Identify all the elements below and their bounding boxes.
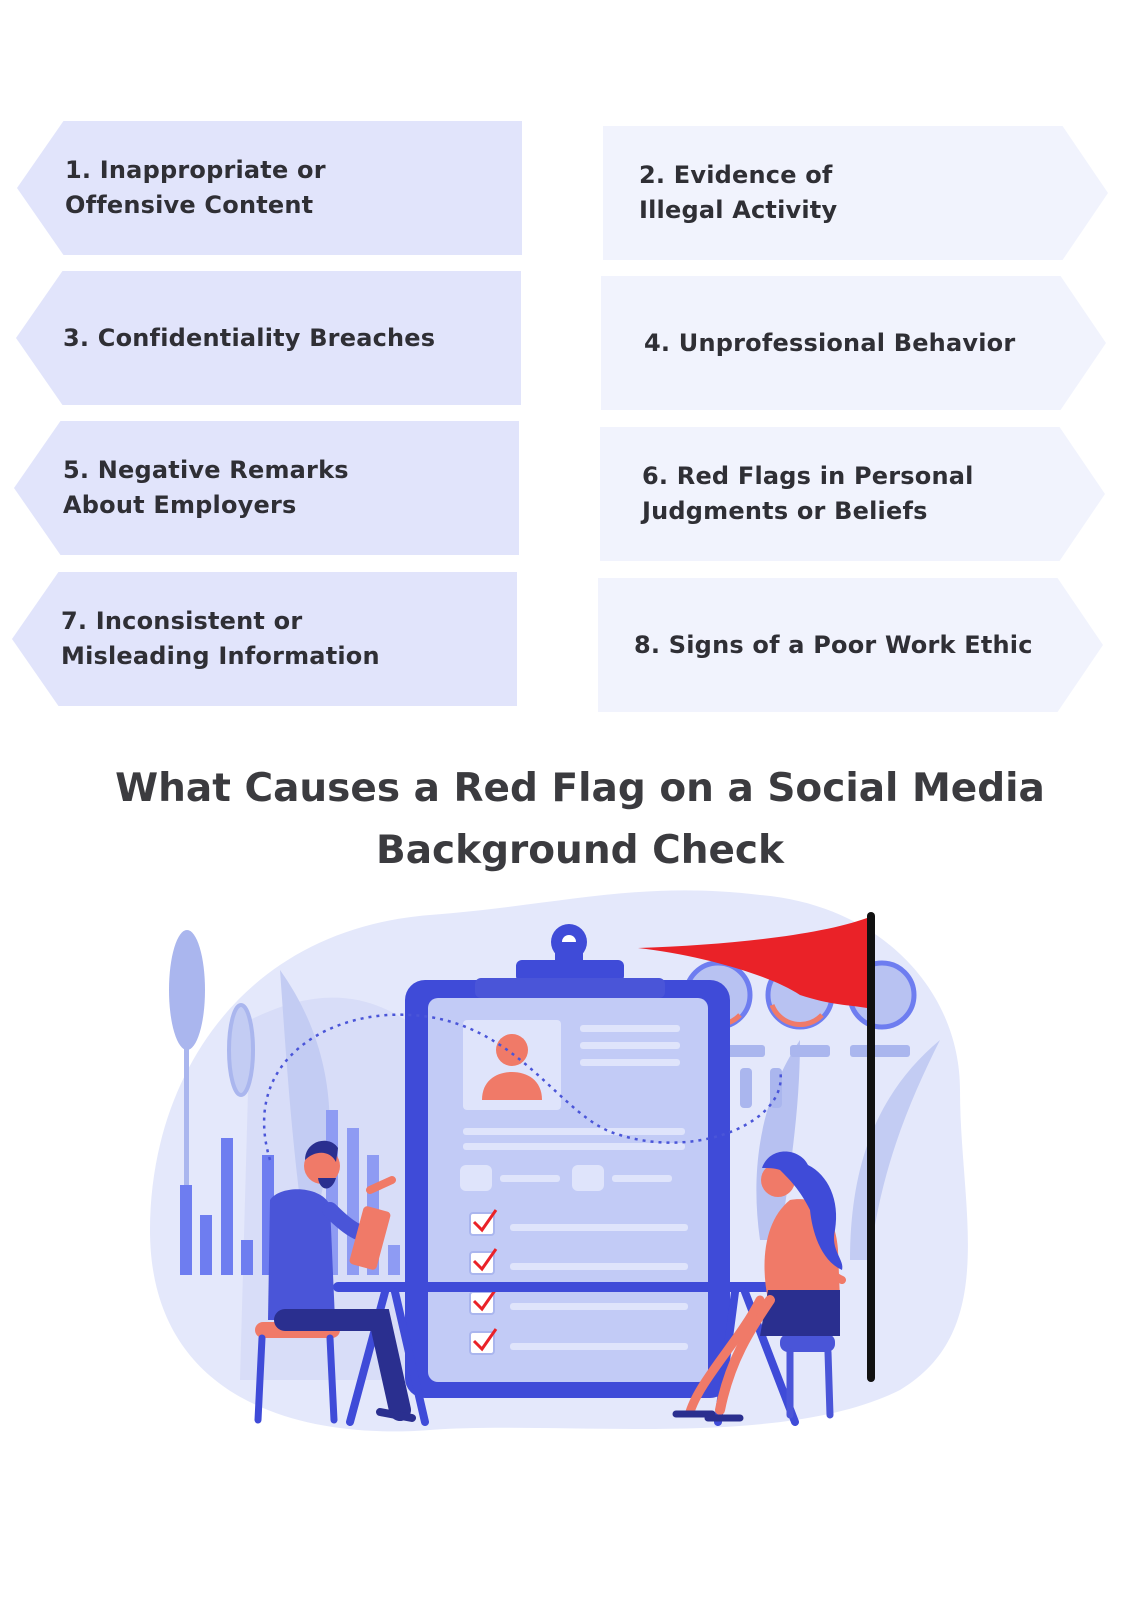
red-flag-item-1: 1. Inappropriate or Offensive Content <box>17 121 522 255</box>
red-flag-item-3: 3. Confidentiality Breaches <box>16 271 521 405</box>
checkmark-icon <box>469 1209 688 1355</box>
item-label: 3. Confidentiality Breaches <box>63 323 436 352</box>
red-flag-icon <box>638 912 875 1382</box>
man-figure <box>254 1140 416 1424</box>
woman-figure <box>672 1151 846 1422</box>
page-title: What Causes a Red Flag on a Social Media… <box>115 766 1045 873</box>
red-flag-item-4: 4. Unprofessional Behavior <box>601 276 1106 410</box>
item-label: 2. Evidence of Illegal Activity <box>639 161 838 224</box>
item-label: 7. Inconsistent or Misleading Informatio… <box>61 607 380 670</box>
hiring-illustration <box>150 890 968 1432</box>
red-flag-item-6: 6. Red Flags in Personal Judgments or Be… <box>600 427 1105 561</box>
item-label: 4. Unprofessional Behavior <box>644 328 1016 357</box>
red-flag-item-2: 2. Evidence of Illegal Activity <box>603 126 1108 260</box>
red-flag-item-8: 8. Signs of a Poor Work Ethic <box>598 578 1103 712</box>
item-label: 5. Negative Remarks About Employers <box>63 456 349 519</box>
item-label: 8. Signs of a Poor Work Ethic <box>634 630 1033 659</box>
clipboard-icon <box>405 924 730 1398</box>
item-label: 1. Inappropriate or Offensive Content <box>65 156 326 219</box>
red-flag-item-5: 5. Negative Remarks About Employers <box>14 421 519 555</box>
red-flag-item-7: 7. Inconsistent or Misleading Informatio… <box>12 572 517 706</box>
item-label: 6. Red Flags in Personal Judgments or Be… <box>642 462 974 525</box>
